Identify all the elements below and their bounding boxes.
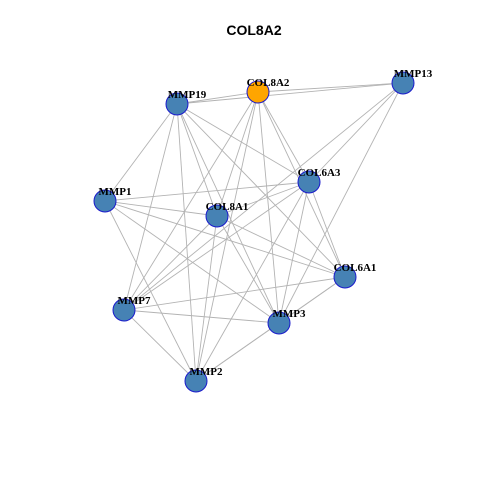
edge-mmp13-mmp7 — [123, 82, 404, 311]
node-col6a1[interactable]: COL6A1 — [333, 262, 377, 289]
edge-col8a1-mmp2 — [195, 215, 218, 382]
edge-mmp13-mmp19 — [176, 82, 404, 105]
node-label-col6a3: COL6A3 — [298, 167, 341, 179]
node-circle-col8a2[interactable] — [246, 80, 270, 104]
node-label-col8a1: COL8A1 — [206, 201, 249, 213]
node-label-mmp13: MMP13 — [394, 68, 433, 80]
edge-layer — [104, 82, 404, 382]
edge-col6a1-mmp7 — [123, 276, 346, 311]
node-col8a1[interactable]: COL8A1 — [205, 201, 249, 228]
edge-col8a2-mmp7 — [123, 91, 259, 311]
node-mmp7[interactable]: MMP7 — [112, 295, 151, 322]
node-label-mmp2: MMP2 — [190, 366, 223, 378]
edge-col8a2-col6a3 — [257, 91, 310, 183]
edge-col8a2-mmp19 — [176, 91, 259, 105]
node-mmp3[interactable]: MMP3 — [267, 308, 306, 335]
edge-col8a2-mmp3 — [257, 91, 280, 324]
node-circle-col8a1[interactable] — [205, 204, 229, 228]
graph-title: COL8A2 — [226, 22, 281, 38]
node-circle-mmp1[interactable] — [93, 189, 117, 213]
node-label-col6a1: COL6A1 — [334, 262, 377, 274]
node-mmp13[interactable]: MMP13 — [391, 68, 433, 95]
edge-col6a3-mmp2 — [195, 181, 310, 382]
edge-col8a2-mmp2 — [195, 91, 259, 382]
edge-mmp13-col6a3 — [308, 82, 404, 183]
node-circle-mmp2[interactable] — [184, 369, 208, 393]
edge-col8a2-col8a1 — [216, 91, 259, 217]
edge-col6a3-mmp7 — [123, 181, 310, 311]
edge-mmp19-mmp1 — [104, 103, 178, 202]
node-circle-col6a1[interactable] — [333, 265, 357, 289]
node-label-mmp3: MMP3 — [273, 308, 306, 320]
edge-mmp19-col6a1 — [176, 103, 346, 278]
edge-col6a3-col6a1 — [308, 181, 346, 278]
edge-col8a1-mmp7 — [123, 215, 218, 311]
edge-mmp1-mmp2 — [104, 200, 197, 382]
node-col6a3[interactable]: COL6A3 — [297, 167, 341, 194]
node-circle-col6a3[interactable] — [297, 170, 321, 194]
edge-mmp7-mmp2 — [123, 309, 197, 382]
node-col8a2[interactable]: COL8A2 — [246, 77, 290, 104]
node-label-col8a2: COL8A2 — [247, 77, 290, 89]
edge-col8a2-mmp13 — [257, 82, 404, 93]
edge-mmp19-mmp2 — [176, 103, 197, 382]
node-layer: COL8A2 MMP13MMP19COL6A3MMP1COL8A1COL6A1MM… — [93, 68, 433, 393]
node-mmp1[interactable]: MMP1 — [93, 186, 132, 213]
edge-col8a1-col6a1 — [216, 215, 346, 278]
edge-mmp19-col6a3 — [176, 103, 310, 183]
edge-mmp19-col8a1 — [176, 103, 218, 217]
edge-mmp13-mmp3 — [278, 82, 404, 324]
edge-col6a3-mmp1 — [104, 181, 310, 202]
edge-mmp1-col6a1 — [104, 200, 346, 278]
node-circle-mmp19[interactable] — [165, 92, 189, 116]
edge-col6a3-col8a1 — [216, 181, 310, 217]
edge-mmp7-mmp3 — [123, 309, 280, 324]
node-mmp2[interactable]: MMP2 — [184, 366, 223, 393]
node-label-mmp19: MMP19 — [168, 89, 207, 101]
edge-mmp3-mmp2 — [195, 322, 280, 382]
node-mmp19[interactable]: MMP19 — [165, 89, 207, 116]
node-label-mmp7: MMP7 — [118, 295, 151, 307]
node-circle-mmp13[interactable] — [391, 71, 415, 95]
edge-mmp1-col8a1 — [104, 200, 218, 217]
edge-col8a1-mmp3 — [216, 215, 280, 324]
node-circle-mmp3[interactable] — [267, 311, 291, 335]
node-circle-mmp7[interactable] — [112, 298, 136, 322]
edge-mmp1-mmp3 — [104, 200, 280, 324]
node-label-mmp1: MMP1 — [99, 186, 132, 198]
